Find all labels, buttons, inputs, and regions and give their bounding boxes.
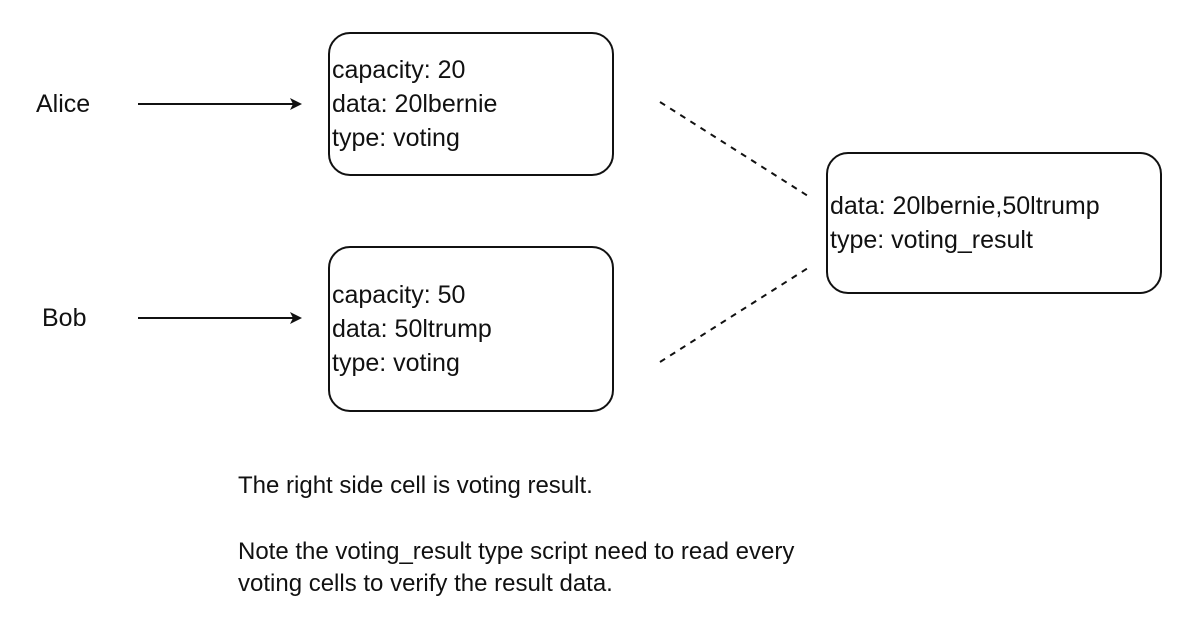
note-result-description: The right side cell is voting result. [238,472,593,499]
result-cell-data: data: 20lbernie,50ltrump [830,192,1100,220]
alice-cell-type: type: voting [332,124,460,152]
bob-cell-to-result-connector [659,267,809,363]
actor-alice-label: Alice [36,90,91,118]
alice-cell-to-result-connector [659,101,809,197]
actor-bob-label: Bob [42,304,87,332]
note-verification-line2: voting cells to verify the result data. [238,570,613,597]
alice-cell-data: data: 20lbernie [332,90,498,118]
bob-cell-type: type: voting [332,349,460,377]
bob-cell-capacity: capacity: 50 [332,281,466,309]
voting-result-cell: data: 20lbernie,50ltrump type: voting_re… [826,152,1162,294]
bob-cell-data: data: 50ltrump [332,315,492,343]
alice-cell-capacity: capacity: 20 [332,56,466,84]
note-verification-line1: Note the voting_result type script need … [238,538,795,565]
result-cell-type: type: voting_result [830,226,1033,254]
alice-voting-cell: capacity: 20 data: 20lbernie type: votin… [328,32,614,176]
bob-voting-cell: capacity: 50 data: 50ltrump type: voting [328,246,614,412]
